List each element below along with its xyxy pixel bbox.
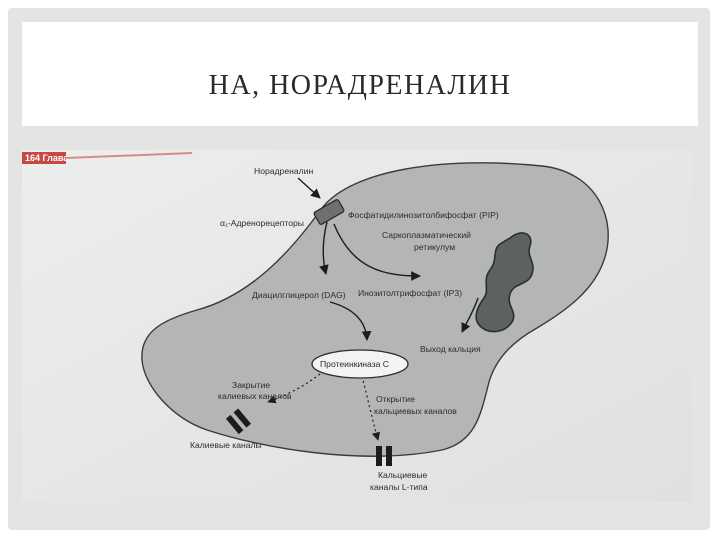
label-alpha1-receptors: α₁-Адренорецепторы — [220, 218, 304, 228]
label-k-closing-2: калиевых каналов — [218, 391, 292, 401]
page-header-line — [65, 152, 193, 159]
protein-kinase-c-node — [311, 349, 409, 379]
label-pip: Фосфатидилинозитолбифосфат (PIP) — [348, 210, 499, 220]
label-ca-channels-2: каналы L-типа — [370, 482, 428, 492]
page-header-bar — [22, 152, 66, 164]
arrow-dag-to-protein-kinase — [329, 301, 372, 341]
label-protein-kinase-c: Протеинкиназа С — [320, 359, 389, 369]
arrow-receptor-to-ip3 — [333, 223, 421, 281]
label-calcium-release: Выход кальция — [420, 344, 481, 354]
arrow-pkc-to-ca-channels — [361, 375, 381, 441]
label-k-closing-1: Закрытие — [232, 380, 270, 390]
label-ca-channels-1: Кальциевые — [378, 470, 428, 480]
arrow-noradrenaline-to-receptor — [297, 177, 321, 199]
label-noradrenaline: Норадреналин — [254, 166, 313, 176]
title-area: НА, НОРАДРЕНАЛИН — [22, 22, 698, 126]
label-ca-opening-2: кальциевых каналов — [374, 406, 457, 416]
label-ca-opening-1: Открытие — [376, 394, 415, 404]
arrow-pkc-to-k-channels — [267, 373, 321, 404]
alpha1-receptor — [313, 199, 345, 225]
sarcoplasmic-reticulum-shape — [475, 232, 534, 333]
label-ip3: Инозитолтрифосфат (IP3) — [358, 288, 462, 298]
slide-title: НА, НОРАДРЕНАЛИН — [208, 70, 512, 101]
arrow-ip3-to-calcium-release — [461, 297, 479, 333]
diagram-svg: 164 Глава Норадреналин α₁-Адренорец — [22, 150, 692, 502]
potassium-channel-symbol — [225, 408, 252, 435]
cell-body — [141, 162, 609, 457]
arrow-receptor-to-dag — [319, 221, 329, 275]
label-sarcoplasmic-1: Саркоплазматический — [382, 230, 471, 240]
calcium-channel-symbol — [376, 446, 392, 466]
label-k-channels: Калиевые каналы — [190, 440, 262, 450]
page-header-text: 164 Глава — [25, 153, 69, 163]
label-dag: Диацилглицерол (DAG) — [252, 290, 346, 300]
label-sarcoplasmic-2: ретикулум — [414, 242, 455, 252]
diagram-photo: 164 Глава Норадреналин α₁-Адренорец — [22, 150, 692, 502]
